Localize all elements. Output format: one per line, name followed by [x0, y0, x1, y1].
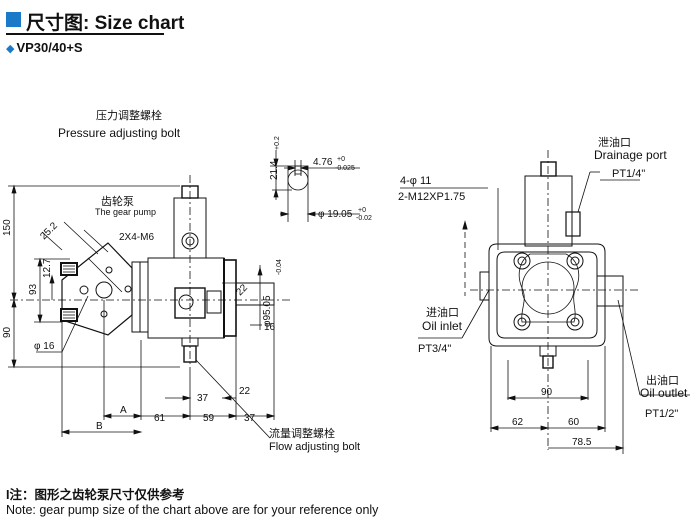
section-header: 尺寸图: Size chart [6, 6, 694, 35]
holes-label: 4-φ 11 [400, 175, 431, 187]
drain-size-label: PT1/4" [612, 168, 645, 180]
outlet-label-cn: 出油口 [646, 373, 679, 387]
left-dimensions [8, 184, 276, 439]
diamond-icon: ◆ [6, 43, 15, 55]
pressure-bolt-label-cn: 压力调整螺栓 [96, 108, 162, 122]
model-label: ◆VP30/40+S [6, 40, 83, 55]
drain-label-en: Drainage port [594, 148, 667, 162]
keyway-detail [270, 150, 360, 222]
dim-150: 150 [2, 219, 13, 236]
drain-block [524, 175, 573, 247]
gear-pump-label-cn: 齿轮泵 [101, 194, 134, 208]
dim-90-bottom: 90 [541, 387, 553, 398]
thread-label: 2-M12XP1.75 [398, 191, 465, 203]
dim-37-a: 37 [197, 393, 209, 404]
dim-4-76-tol-up: +0 [337, 156, 345, 163]
dim-90-left: 90 [2, 326, 13, 338]
page-title: 尺寸图: Size chart [26, 13, 185, 34]
outlet-size-label: PT1/2" [645, 408, 678, 420]
pump-body [147, 257, 225, 339]
dim-12-7: 12.7 [42, 258, 53, 278]
dim-60: 60 [568, 417, 580, 428]
inlet-size-label: PT3/4" [418, 343, 451, 355]
gear-pump [60, 242, 133, 336]
header-square-icon [6, 12, 21, 27]
inlet-label-cn: 进油口 [426, 305, 459, 319]
outlet-port [181, 232, 199, 250]
inlet-label-en: Oil inlet [422, 319, 463, 333]
dim-25-2: 25.2 [38, 220, 60, 242]
model-name: VP30/40+S [16, 40, 83, 55]
dim-phi95: φ95.05 [262, 295, 273, 327]
dim-B: B [96, 421, 103, 432]
dim-62: 62 [512, 417, 524, 428]
dim-22: 22 [239, 386, 251, 397]
header-underline [6, 33, 164, 35]
gear-holes-label: 2X4-M6 [119, 232, 154, 243]
dim-59: 59 [203, 413, 215, 424]
dim-phi95-tol: -0.04 [276, 259, 283, 275]
dim-78-5: 78.5 [572, 437, 592, 448]
pump-front-body [488, 243, 606, 347]
dim-phi19-tol-up: +0 [358, 207, 366, 214]
flow-bolt-label-cn: 流量调整螺栓 [269, 426, 335, 440]
dim-phi19-tol-dn: -0.02 [356, 215, 372, 222]
dim-A: A [120, 405, 127, 416]
right-dimensions [400, 171, 690, 454]
dim-61: 61 [154, 413, 166, 424]
dim-93: 93 [28, 283, 39, 295]
dim-21-4: 21.4 [269, 160, 280, 180]
flow-bolt-label-en: Flow adjusting bolt [269, 441, 360, 453]
drain-label-cn: 泄油口 [598, 135, 631, 149]
dim-37-b: 37 [244, 413, 256, 424]
note-en: Note: gear pump size of the chart above … [6, 503, 379, 517]
outlet-label-en: Oil outlet [640, 386, 688, 400]
mount-flange [223, 259, 237, 337]
gear-pump-label-en: The gear pump [95, 207, 156, 217]
dim-4-76: 4.76 [313, 157, 333, 168]
dim-16: 16 [264, 322, 276, 333]
dim-21-4-tol: +0.2 [274, 136, 281, 150]
note-cn: I注：图形之齿轮泵尺寸仅供参考 [6, 488, 185, 502]
dim-phi19: φ 19.05 [318, 209, 353, 220]
front-view [462, 150, 640, 450]
dim-phi16: φ 16 [34, 341, 55, 352]
pressure-bolt-label-en: Pressure adjusting bolt [58, 126, 181, 140]
dim-4-76-tol-dn: -0.025 [335, 165, 355, 172]
